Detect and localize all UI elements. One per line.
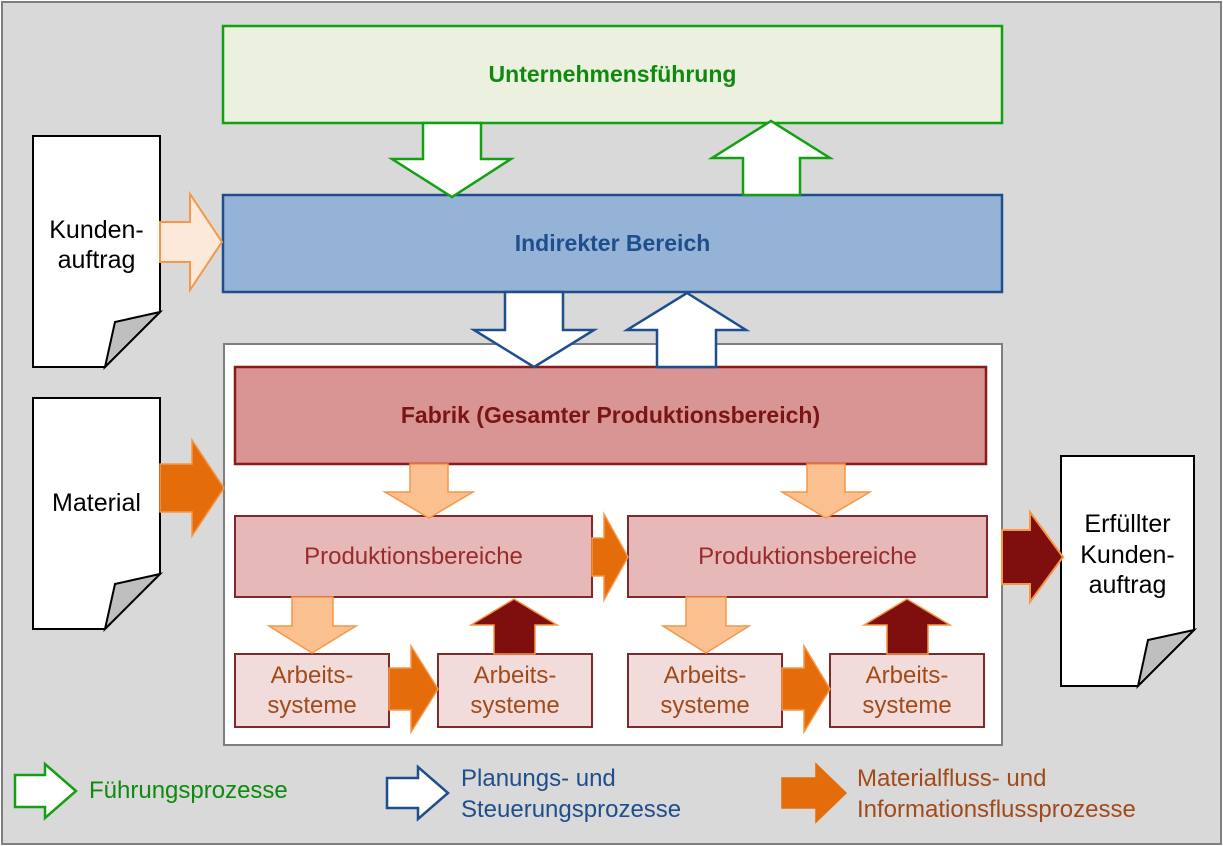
fulfilled-order-label: Erfüllter Kunden- auftrag [1080, 510, 1175, 600]
production-to-work-3-arrow [660, 596, 752, 654]
work-system-label-4: Arbeits- systeme [862, 662, 952, 719]
customer-order-fold [103, 310, 164, 371]
management-up-arrow [707, 119, 835, 197]
production-to-production-arrow [591, 511, 629, 603]
legend-flow-arrow-icon [781, 762, 848, 824]
production-area-label-right: Produktionsbereiche [698, 542, 917, 570]
management-label: Unternehmensführung [488, 61, 737, 88]
planning-down-arrow [469, 290, 599, 369]
factory-label: Fabrik (Gesamter Produktionsbereich) [400, 402, 821, 429]
legend-management-arrow-icon [13, 761, 78, 821]
customer-order-arrow [159, 190, 224, 294]
production-to-work-1-arrow [266, 596, 359, 654]
work-system-box-2 [437, 653, 593, 728]
work-system-label-1: Arbeits- systeme [267, 662, 357, 719]
management-down-arrow [387, 121, 516, 199]
indirect-area-box [221, 193, 1004, 294]
work-system-box-1 [234, 653, 390, 728]
production-area-label-left: Produktionsbereiche [304, 542, 523, 570]
legend-management-label: Führungsprozesse [89, 777, 288, 805]
work-4-to-production-arrow [861, 598, 953, 655]
work-system-box-4 [829, 653, 985, 728]
management-box [221, 24, 1004, 125]
work-2-to-production-arrow [468, 598, 560, 655]
fulfilled-order-fold [1136, 628, 1198, 690]
legend-planning-arrow-icon [385, 764, 450, 822]
factory-to-production-left-arrow [382, 463, 476, 519]
work-system-box-3 [627, 653, 783, 728]
work-3-to-work-4-arrow [781, 643, 831, 735]
material-fold [103, 572, 164, 633]
material-label: Material [52, 488, 141, 517]
factory-to-production-right-arrow [779, 463, 873, 519]
legend-flow-label: Materialfluss- und Informationsflussproz… [857, 764, 1136, 823]
legend-planning-label: Planungs- und Steuerungsprozesse [461, 764, 682, 823]
production-area-box-left [234, 515, 593, 598]
production-area-box-right [627, 515, 988, 598]
customer-order-label: Kunden- auftrag [49, 215, 144, 275]
material-arrow [159, 437, 225, 539]
output-arrow [1001, 508, 1065, 606]
work-system-label-3: Arbeits- systeme [660, 662, 750, 719]
indirect-area-label: Indirekter Bereich [514, 230, 711, 257]
work-system-label-2: Arbeits- systeme [470, 662, 560, 719]
planning-up-arrow [622, 291, 751, 369]
factory-box [233, 365, 988, 466]
work-1-to-work-2-arrow [388, 643, 439, 735]
